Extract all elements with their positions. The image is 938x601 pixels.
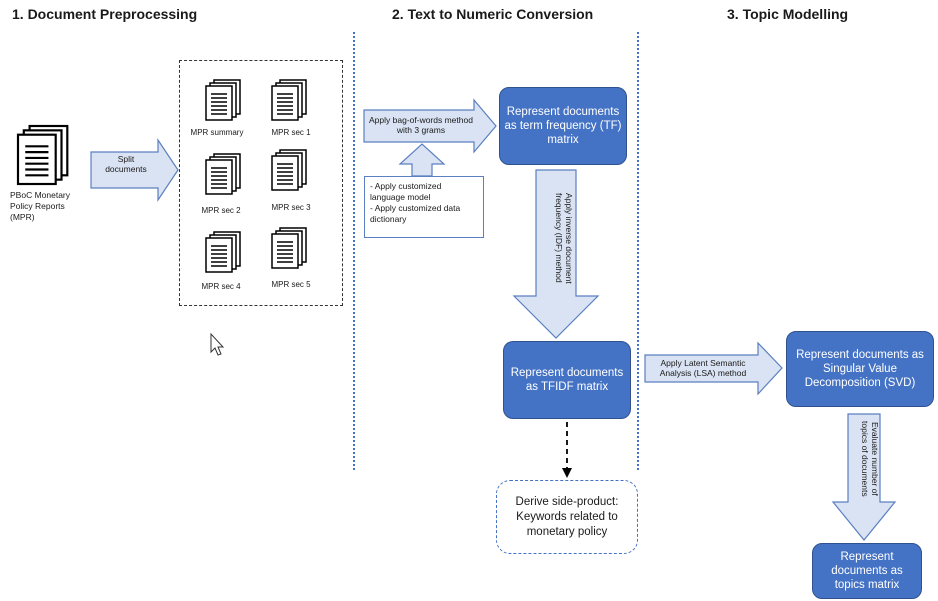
heading-topic-modelling: 3. Topic Modelling (727, 6, 849, 22)
evaluate-arrow (831, 413, 897, 541)
source-documents-icon (16, 124, 69, 186)
separator-left (353, 32, 355, 470)
custom-settings-box: - Apply customized language model - Appl… (364, 176, 484, 238)
doc-label-mpr-sec2: MPR sec 2 (201, 206, 241, 215)
split-label: Split documents (105, 154, 147, 174)
doc-label-mpr-sec5: MPR sec 5 (271, 280, 311, 289)
custom-up-arrow (398, 143, 446, 177)
bow-label: Apply bag-of-words method with 3 grams (369, 115, 473, 135)
doc-label-mpr-sec4: MPR sec 4 (201, 282, 241, 291)
split-arrow (90, 138, 179, 202)
source-label: PBoC Monetary Policy Reports (MPR) (10, 190, 70, 222)
doc-label-mpr-sec1: MPR sec 1 (271, 128, 311, 137)
doc-label-mpr-summary: MPR summary (190, 128, 244, 137)
idf-label: Apply inverse document frequency (IDF) m… (554, 192, 574, 284)
custom-data-dictionary: - Apply customized data dictionary (370, 203, 461, 224)
documents-box (179, 60, 343, 306)
separator-right (637, 32, 639, 470)
tf-matrix-box: Represent documents as term frequency (T… (499, 87, 627, 165)
topics-matrix-box: Represent documents as topics matrix (812, 543, 922, 599)
side-product-box: Derive side-product: Keywords related to… (496, 480, 638, 554)
cursor-icon (210, 332, 225, 356)
bow-arrow (363, 98, 497, 154)
doc-label-mpr-sec3: MPR sec 3 (271, 203, 311, 212)
svd-matrix-box: Represent documents as Singular Value De… (786, 331, 934, 407)
heading-document-preprocessing: 1. Document Preprocessing (12, 6, 198, 22)
heading-text-to-numeric: 2. Text to Numeric Conversion (392, 6, 594, 22)
idf-arrow (512, 169, 600, 339)
lsa-label: Apply Latent Semantic Analysis (LSA) met… (659, 358, 747, 378)
custom-language-model: - Apply customized language model (370, 181, 442, 202)
side-product-arrowhead (562, 468, 572, 478)
tfidf-matrix-box: Represent documents as TFIDF matrix (503, 341, 631, 419)
evaluate-label: Evaluate number of topics of documents (860, 421, 880, 497)
lsa-arrow (644, 341, 783, 396)
